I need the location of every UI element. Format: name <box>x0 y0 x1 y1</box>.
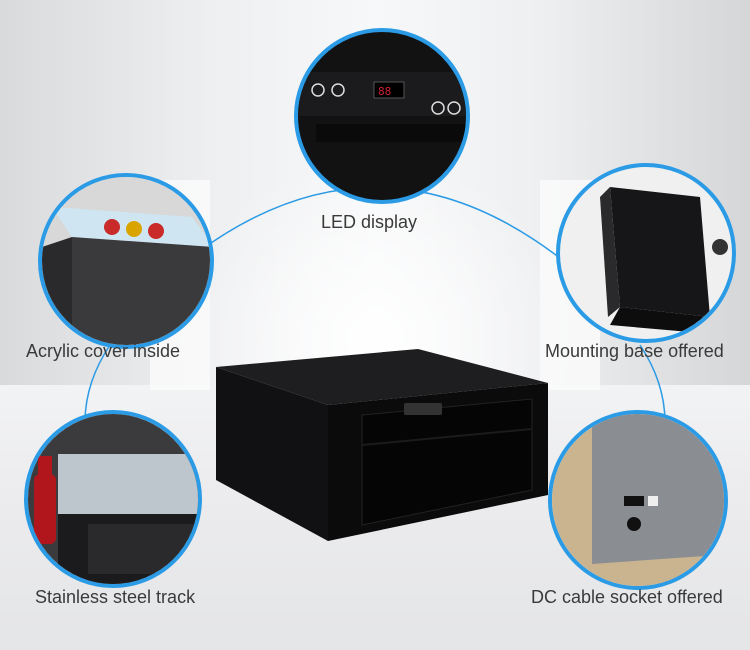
mounting-base-bubble <box>556 163 736 343</box>
dc-socket-bubble <box>548 410 728 590</box>
led-display-bubble: 88 <box>294 28 470 204</box>
svg-text:88: 88 <box>378 85 391 98</box>
label-led-display: LED display <box>321 212 418 232</box>
steel-track-bubble <box>24 410 202 588</box>
label-acrylic-cover: Acrylic cover inside <box>26 341 181 361</box>
label-mounting-base: Mounting base offered <box>545 341 724 361</box>
label-steel-track: Stainless steel track <box>35 587 196 607</box>
label-dc-socket: DC cable socket offered <box>531 587 723 607</box>
acrylic-cover-bubble <box>38 173 214 349</box>
control-panel <box>404 403 442 415</box>
fridge-drawer <box>216 349 548 541</box>
